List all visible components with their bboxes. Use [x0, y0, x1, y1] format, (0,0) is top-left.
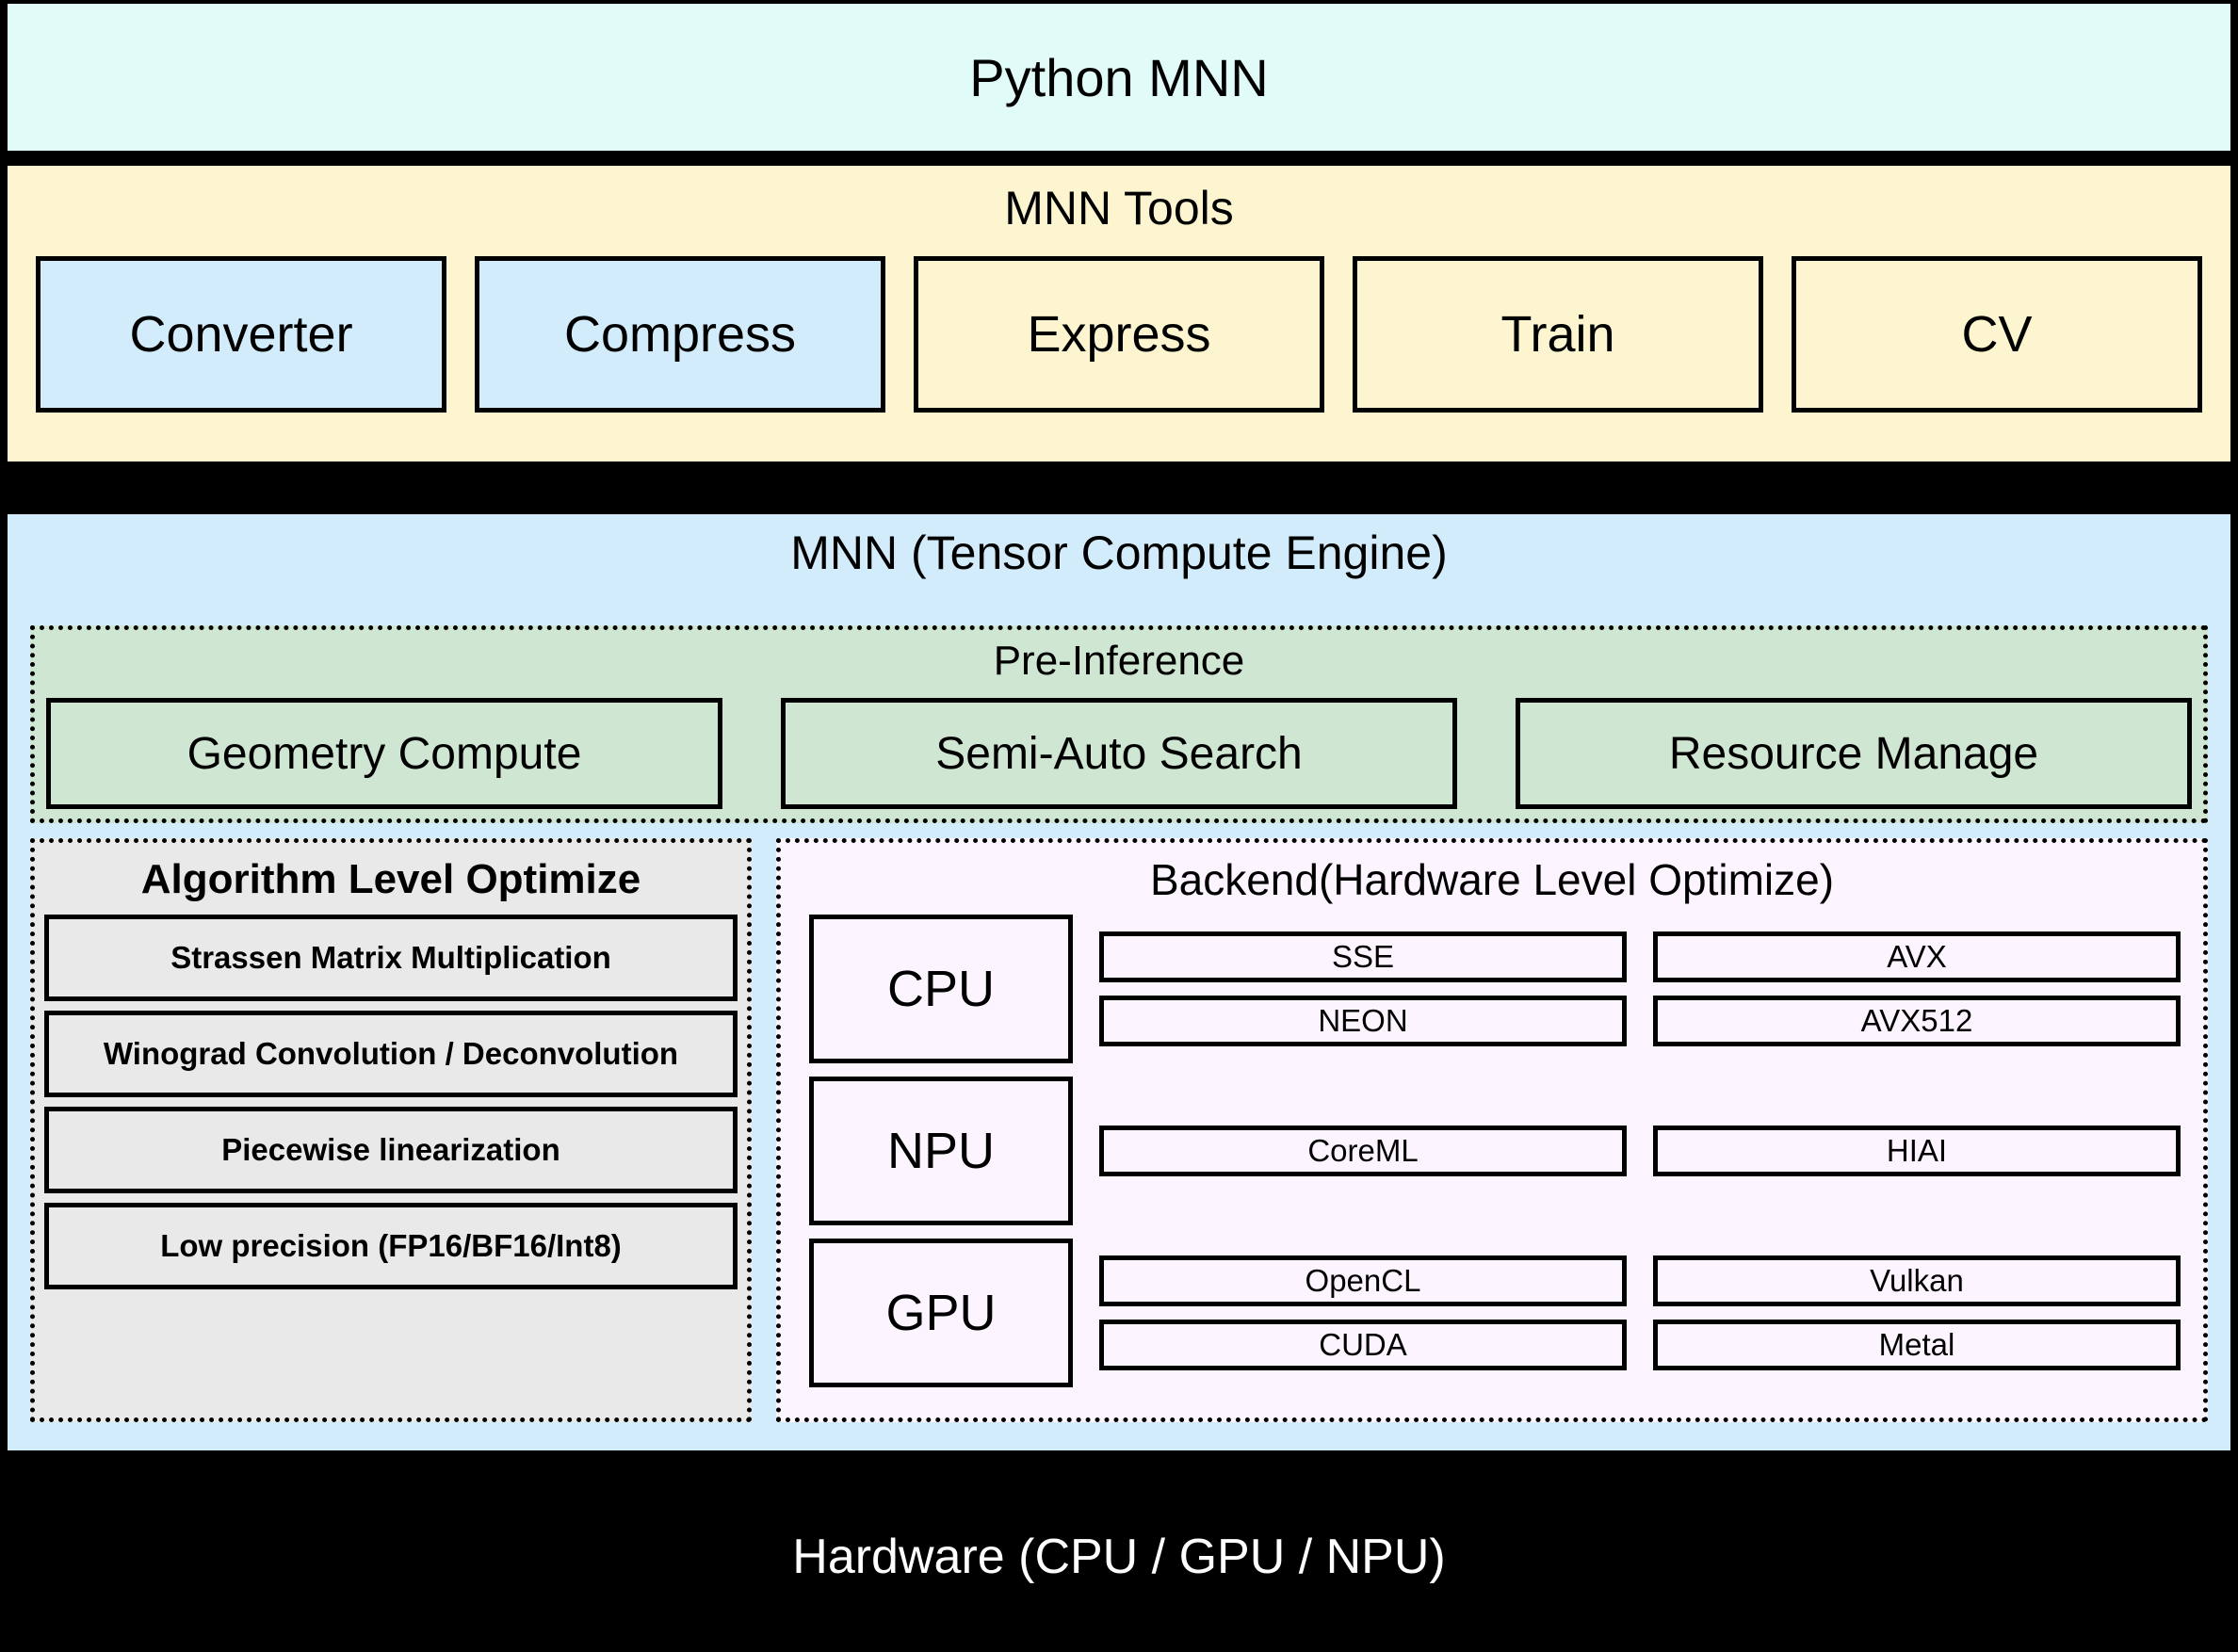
backend-label: Backend(Hardware Level Optimize)	[1149, 855, 1835, 904]
algorithm-item-strassen[interactable]: Strassen Matrix Multiplication	[44, 915, 738, 1001]
tool-label: Converter	[129, 306, 353, 363]
backend-chip-label: CUDA	[1319, 1327, 1407, 1362]
algorithm-item-label: Strassen Matrix Multiplication	[170, 940, 611, 975]
backend-row-label: NPU	[886, 1123, 995, 1179]
mnn-tools-item-list: Converter Compress Express Train CV	[36, 256, 2202, 413]
backend-chip-columns: OpenCL CUDA Vulkan	[1099, 1239, 2181, 1387]
pre-inference-box-resource-manage[interactable]: Resource Manage	[1516, 698, 2192, 809]
optimization-area: Algorithm Level Optimize Strassen Matrix…	[30, 838, 2208, 1422]
backend-chip-columns: CoreML HIAI	[1099, 1077, 2181, 1225]
backend-chip-sse[interactable]: SSE	[1099, 931, 1627, 982]
backend-chip-column-left: SSE NEON	[1099, 915, 1627, 1063]
backend-label-gpu[interactable]: GPU	[809, 1239, 1073, 1387]
algorithm-item-label: Winograd Convolution / Deconvolution	[103, 1036, 679, 1071]
tool-box-compress[interactable]: Compress	[475, 256, 885, 413]
backend-chip-label: SSE	[1331, 939, 1395, 974]
pre-inference-box-semi-auto-search[interactable]: Semi-Auto Search	[781, 698, 1457, 809]
backend-chip-vulkan[interactable]: Vulkan	[1653, 1255, 2181, 1306]
algorithm-level-optimize-group: Algorithm Level Optimize Strassen Matrix…	[30, 838, 752, 1422]
tool-label: Express	[1027, 306, 1211, 363]
mnn-engine-layer: MNN (Tensor Compute Engine) Pre-Inferenc…	[8, 514, 2230, 1450]
backend-chip-opencl[interactable]: OpenCL	[1099, 1255, 1627, 1306]
backend-chip-column-right: AVX AVX512	[1653, 915, 2181, 1063]
hardware-label: Hardware (CPU / GPU / NPU)	[792, 1530, 1446, 1584]
algorithm-item-list: Strassen Matrix Multiplication Winograd …	[35, 915, 747, 1299]
python-mnn-layer: Python MNN	[8, 4, 2230, 151]
backend-label-npu[interactable]: NPU	[809, 1077, 1073, 1225]
algorithm-item-winograd[interactable]: Winograd Convolution / Deconvolution	[44, 1011, 738, 1097]
backend-chip-label: Vulkan	[1870, 1263, 1964, 1298]
algorithm-item-label: Low precision (FP16/BF16/Int8)	[160, 1228, 622, 1263]
tool-label: CV	[1961, 306, 2033, 363]
backend-row-label: CPU	[886, 961, 995, 1017]
backend-chip-label: AVX512	[1860, 1003, 1973, 1038]
backend-row-label: GPU	[885, 1285, 997, 1341]
python-mnn-label: Python MNN	[969, 47, 1269, 107]
mnn-tools-layer: MNN Tools Converter Compress Express Tra…	[8, 166, 2230, 462]
backend-chip-column-right: Vulkan Metal	[1653, 1239, 2181, 1387]
pre-inference-item-label: Semi-Auto Search	[935, 728, 1303, 779]
backend-chip-column-right: HIAI	[1653, 1077, 2181, 1225]
backend-chip-neon[interactable]: NEON	[1099, 996, 1627, 1046]
backend-row-cpu: CPU SSE NEON	[809, 915, 2181, 1063]
pre-inference-item-label: Resource Manage	[1668, 728, 2039, 779]
backend-chip-label: Metal	[1878, 1327, 1955, 1362]
backend-chip-label: CoreML	[1307, 1133, 1419, 1168]
backend-chip-avx512[interactable]: AVX512	[1653, 996, 2181, 1046]
backend-chip-avx[interactable]: AVX	[1653, 931, 2181, 982]
pre-inference-box-geometry-compute[interactable]: Geometry Compute	[46, 698, 722, 809]
backend-chip-cuda[interactable]: CUDA	[1099, 1320, 1627, 1370]
backend-chip-label: AVX	[1887, 939, 1947, 974]
backend-chip-label: NEON	[1318, 1003, 1408, 1038]
hardware-layer: Hardware (CPU / GPU / NPU)	[0, 1462, 2238, 1652]
backend-chip-columns: SSE NEON AVX A	[1099, 915, 2181, 1063]
backend-row-npu: NPU CoreML HIAI	[809, 1077, 2181, 1225]
tool-box-cv[interactable]: CV	[1792, 256, 2202, 413]
backend-row-list: CPU SSE NEON	[781, 915, 2203, 1387]
backend-chip-label: HIAI	[1886, 1133, 1948, 1168]
pre-inference-label: Pre-Inference	[993, 638, 1245, 684]
mnn-tools-label: MNN Tools	[1004, 182, 1234, 235]
tool-label: Train	[1500, 306, 1615, 363]
pre-inference-group: Pre-Inference Geometry Compute Semi-Auto…	[30, 625, 2208, 823]
tool-label: Compress	[563, 306, 797, 363]
backend-chip-label: OpenCL	[1305, 1263, 1421, 1298]
backend-group: Backend(Hardware Level Optimize) CPU SSE	[776, 838, 2208, 1422]
backend-chip-column-left: CoreML	[1099, 1077, 1627, 1225]
tool-box-train[interactable]: Train	[1353, 256, 1763, 413]
mnn-engine-label: MNN (Tensor Compute Engine)	[790, 526, 1448, 579]
backend-chip-coreml[interactable]: CoreML	[1099, 1126, 1627, 1176]
algorithm-item-low-precision[interactable]: Low precision (FP16/BF16/Int8)	[44, 1203, 738, 1289]
tool-box-express[interactable]: Express	[914, 256, 1324, 413]
tool-box-converter[interactable]: Converter	[36, 256, 446, 413]
backend-chip-column-left: OpenCL CUDA	[1099, 1239, 1627, 1387]
algorithm-level-optimize-label: Algorithm Level Optimize	[140, 856, 641, 902]
backend-chip-metal[interactable]: Metal	[1653, 1320, 2181, 1370]
pre-inference-item-label: Geometry Compute	[186, 728, 582, 779]
pre-inference-item-list: Geometry Compute Semi-Auto Search Resour…	[46, 698, 2192, 809]
backend-row-gpu: GPU OpenCL CUDA	[809, 1239, 2181, 1387]
algorithm-item-piecewise-linearization[interactable]: Piecewise linearization	[44, 1107, 738, 1193]
backend-label-cpu[interactable]: CPU	[809, 915, 1073, 1063]
algorithm-item-label: Piecewise linearization	[221, 1132, 560, 1167]
backend-chip-hiai[interactable]: HIAI	[1653, 1126, 2181, 1176]
